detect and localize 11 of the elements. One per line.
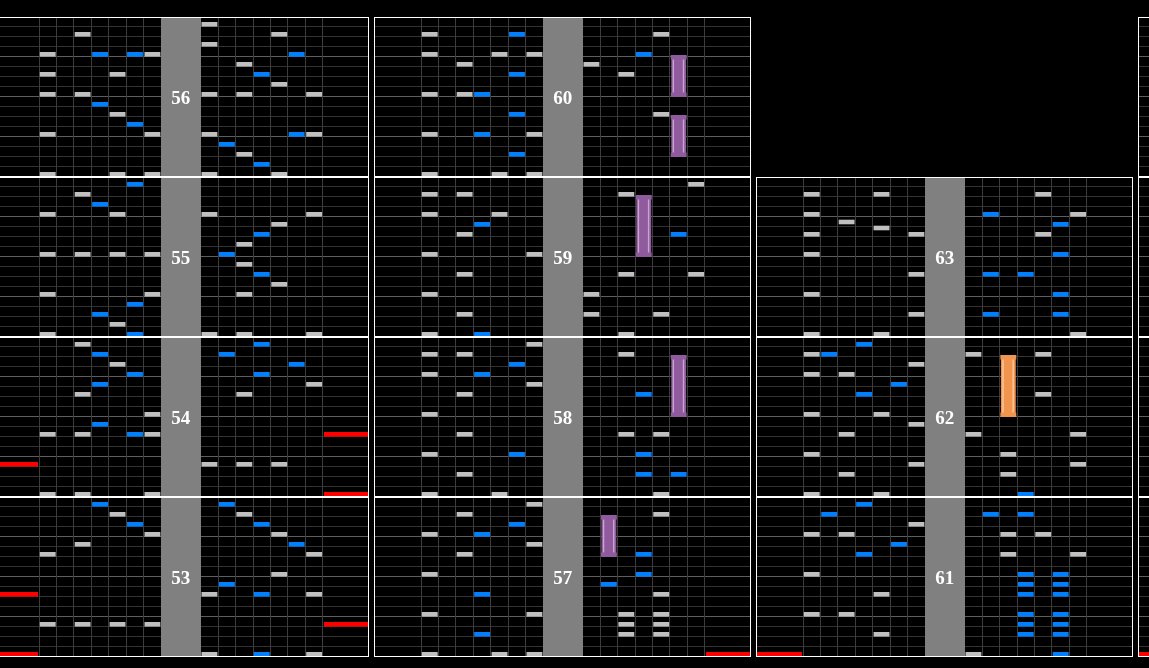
measure-number: 56 xyxy=(171,87,191,107)
measure-number: 61 xyxy=(935,567,955,587)
measure-number: 58 xyxy=(553,407,573,427)
measure-number: 57 xyxy=(553,567,573,587)
measure-number: 54 xyxy=(171,407,191,427)
measure-number: 60 xyxy=(553,87,573,107)
measure-number: 63 xyxy=(935,247,955,267)
measure-number: 62 xyxy=(935,407,955,427)
measure-number: 55 xyxy=(171,247,191,267)
measure-number: 59 xyxy=(553,247,573,267)
measure-number: 53 xyxy=(171,567,191,587)
